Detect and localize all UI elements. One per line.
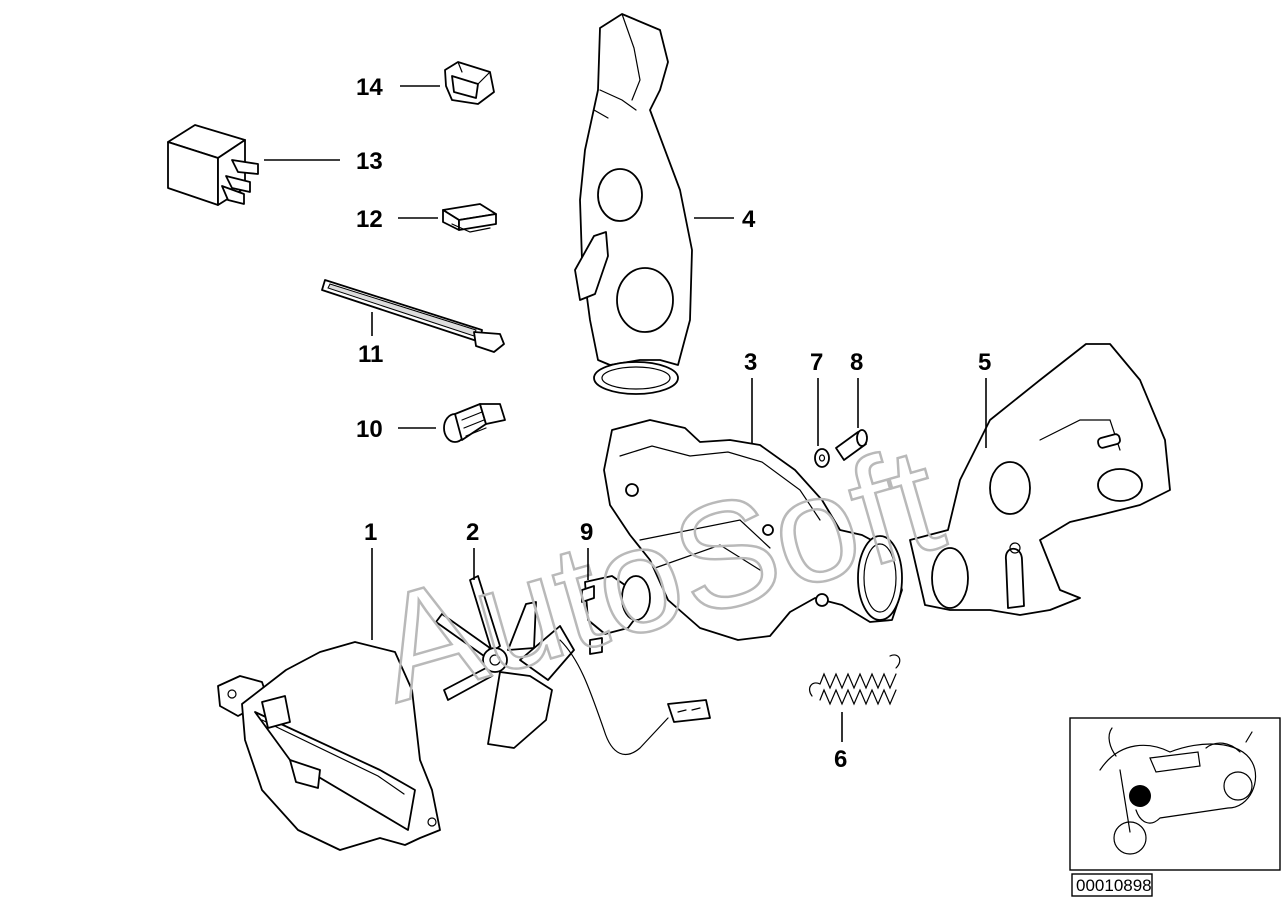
- callout-13: 13: [356, 148, 383, 175]
- part-5-air-duct: [909, 343, 1171, 616]
- callout-labels: 14 13 12 11 10 4 3 7 8 5 1 2 9 6: [356, 74, 991, 773]
- locator-inset: [1069, 717, 1281, 871]
- motorcycle-locator-icon: [1099, 727, 1257, 855]
- leader-lines: [264, 85, 987, 742]
- callout-6: 6: [834, 746, 847, 773]
- part-11-cable-tie: [321, 279, 505, 353]
- part-14-clip: [444, 61, 495, 105]
- part-1-fan-cover: [217, 641, 441, 851]
- callout-10: 10: [356, 416, 383, 443]
- part-3-fan-housing: [603, 419, 903, 641]
- callout-3: 3: [744, 349, 757, 376]
- callout-5: 5: [978, 349, 991, 376]
- part-10-temperature-sensor: [443, 403, 506, 443]
- document-id-frame: [1071, 873, 1153, 897]
- locator-dot: [1129, 785, 1151, 807]
- part-2-fan: [435, 575, 711, 756]
- locator-inset-frame: [1069, 717, 1281, 871]
- callout-2: 2: [466, 519, 479, 546]
- callout-4: 4: [742, 206, 756, 233]
- callout-9: 9: [580, 519, 593, 546]
- part-9-motor-bracket: [581, 575, 651, 655]
- callout-7: 7: [810, 349, 823, 376]
- callout-14: 14: [356, 74, 383, 101]
- part-4-air-duct: [574, 13, 693, 395]
- part-6-spring: [808, 654, 901, 706]
- callout-11: 11: [358, 341, 383, 368]
- callout-8: 8: [850, 349, 863, 376]
- document-id: 00010898: [1071, 873, 1153, 897]
- part-7-washer: [814, 448, 830, 468]
- part-8-bolt: [835, 429, 868, 461]
- part-12-clip: [442, 203, 497, 233]
- part-13-relay: [167, 124, 259, 206]
- callout-12: 12: [356, 206, 383, 233]
- document-id-text: 00010898: [1076, 876, 1152, 895]
- callout-1: 1: [364, 519, 377, 546]
